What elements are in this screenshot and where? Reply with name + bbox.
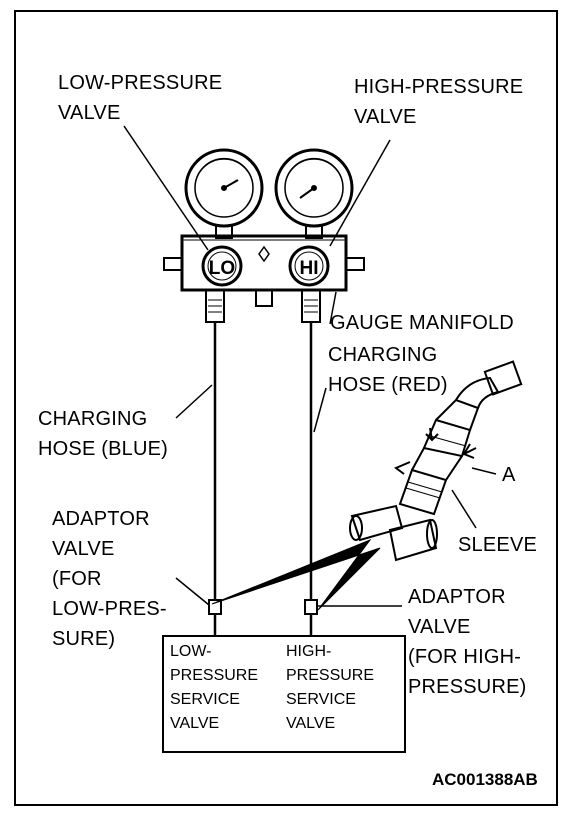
label-a: A (502, 464, 516, 486)
gauge-manifold-body (163, 234, 365, 323)
label-charging-hose-red: CHARGING HOSE (RED) (328, 344, 448, 396)
service-valve-box (162, 635, 406, 753)
label-adaptor-valve-low: ADAPTOR VALVE (FOR LOW-PRES- SURE) (52, 508, 167, 650)
label-gauge-manifold: GAUGE MANIFOLD (330, 312, 514, 334)
label-adaptor-valve-high: ADAPTOR VALVE (FOR HIGH- PRESSURE) (408, 586, 527, 698)
quick-coupler-detail (349, 360, 523, 562)
hi-marking: HI (300, 258, 319, 279)
low-pressure-gauge (184, 148, 264, 239)
charging-hoses (213, 322, 313, 600)
figure-code: AC001388AB (432, 770, 538, 789)
label-high-pressure-service-valve: HIGH- PRESSURE SERVICE VALVE (286, 643, 375, 732)
lo-marking: LO (209, 258, 235, 279)
zoom-callout (211, 538, 381, 611)
label-low-pressure-valve: LOW-PRESSURE VALVE (58, 72, 223, 124)
figure-frame (14, 10, 558, 806)
label-low-pressure-service-valve: LOW- PRESSURE SERVICE VALVE (170, 643, 259, 732)
leader-lines (123, 125, 497, 607)
label-high-pressure-valve: HIGH-PRESSURE VALVE (354, 76, 524, 128)
label-sleeve: SLEEVE (458, 534, 538, 556)
adaptor-valves (208, 599, 318, 636)
high-pressure-gauge (274, 148, 354, 239)
label-charging-hose-blue: CHARGING HOSE (BLUE) (38, 408, 169, 460)
